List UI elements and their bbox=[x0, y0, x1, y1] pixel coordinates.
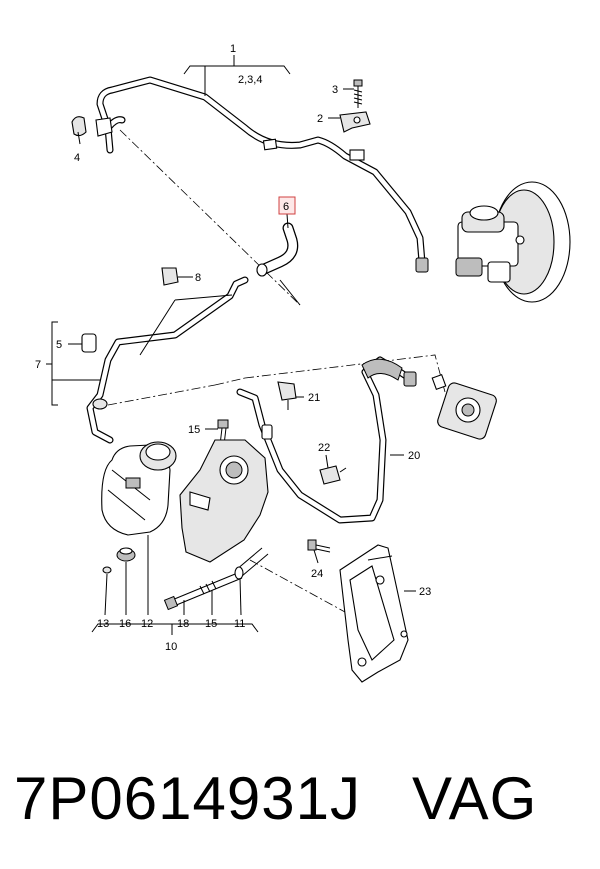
callout-7: 7 bbox=[35, 359, 41, 371]
callout-21: 21 bbox=[308, 392, 320, 404]
bolt-part-3 bbox=[353, 79, 363, 108]
brake-booster bbox=[455, 181, 571, 303]
bracket-part-11 bbox=[179, 439, 269, 563]
part-number: 7P0614931J bbox=[14, 765, 361, 832]
callout-5: 5 bbox=[56, 339, 62, 351]
callout-labels: 1 2,3,4 3 2 4 6 8 5 7 21 15 22 20 24 23 … bbox=[35, 43, 431, 653]
clip-part-21 bbox=[277, 381, 297, 410]
nut-part-16 bbox=[116, 547, 136, 562]
callout-8: 8 bbox=[195, 272, 201, 284]
leader-lines bbox=[46, 55, 416, 635]
bracket-part-23 bbox=[339, 544, 409, 683]
callout-3: 3 bbox=[332, 84, 338, 96]
washer-part-13 bbox=[102, 566, 112, 574]
callout-23: 23 bbox=[419, 586, 431, 598]
callout-16: 16 bbox=[119, 618, 131, 630]
bracket-part-2 bbox=[339, 111, 371, 133]
parts-diagram: 1 2,3,4 3 2 4 6 8 5 7 21 15 22 20 24 23 … bbox=[35, 43, 571, 683]
bolt-part-18 bbox=[163, 571, 243, 611]
bolt-part-24 bbox=[307, 539, 331, 553]
callout-2-3-4: 2,3,4 bbox=[238, 74, 262, 86]
callout-24: 24 bbox=[311, 568, 323, 580]
callout-22: 22 bbox=[318, 442, 330, 454]
highlight-box-part-6 bbox=[278, 196, 296, 215]
callout-11: 11 bbox=[234, 618, 245, 630]
callout-15-upper: 15 bbox=[188, 424, 200, 436]
brand-name: VAG bbox=[412, 765, 538, 832]
callout-2: 2 bbox=[317, 113, 323, 125]
hose-part-6 bbox=[256, 222, 299, 277]
clip-part-22 bbox=[319, 465, 347, 485]
callout-20: 20 bbox=[408, 450, 420, 462]
clip-part-4 bbox=[71, 116, 113, 137]
vacuum-line-part-7 bbox=[81, 276, 249, 444]
callout-6: 6 bbox=[283, 201, 289, 213]
clip-part-8 bbox=[161, 267, 179, 286]
vacuum-pump bbox=[431, 373, 497, 440]
vacuum-line-part-20 bbox=[236, 356, 417, 524]
callout-15-lower: 15 bbox=[205, 618, 217, 630]
footer: 7P0614931J VAG bbox=[0, 740, 600, 869]
callout-10: 10 bbox=[165, 641, 177, 653]
callout-12: 12 bbox=[141, 618, 153, 630]
sleeve-part-11 bbox=[234, 547, 269, 580]
callout-4: 4 bbox=[74, 152, 80, 164]
pump-housing-part-12 bbox=[101, 441, 177, 536]
vacuum-line-upper bbox=[96, 76, 429, 273]
callout-13: 13 bbox=[97, 618, 109, 630]
callout-1: 1 bbox=[230, 43, 236, 55]
callout-18: 18 bbox=[177, 618, 189, 630]
